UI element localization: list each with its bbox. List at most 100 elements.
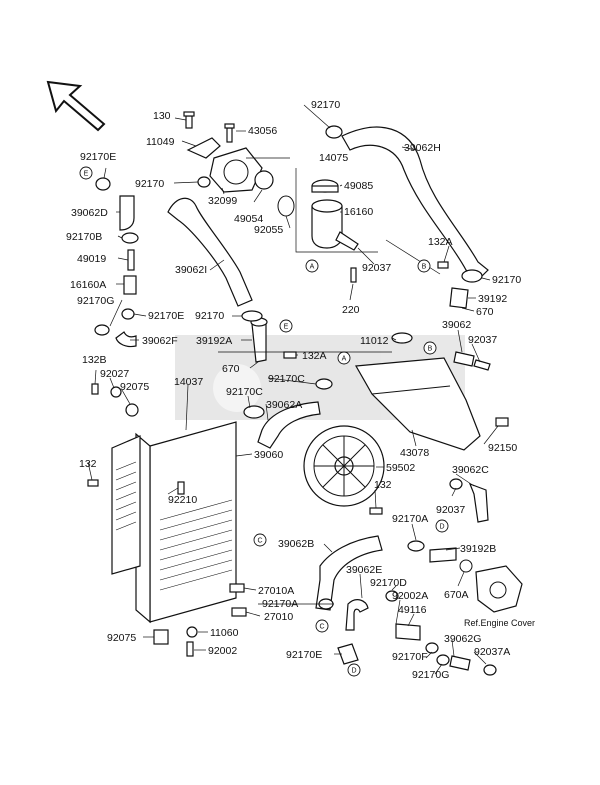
label-16160: 16160 <box>344 206 373 218</box>
callout-d-mid: D <box>435 519 449 533</box>
sensor-27010A <box>229 583 245 593</box>
clamp-92170-a <box>197 176 211 188</box>
side-panel-14037 <box>111 435 141 575</box>
bolt-132A-m <box>283 351 297 359</box>
grommet-92075-top <box>125 403 139 417</box>
bolt-132 <box>87 479 99 487</box>
group-box-14075 <box>295 168 378 253</box>
clamp-92027 <box>110 386 122 398</box>
part-labels: 92170 130 11049 43056 14075 39062H 92170… <box>66 99 535 681</box>
callout-c-bot: C <box>315 619 329 633</box>
svg-text:C: C <box>319 624 324 631</box>
clamp-92170-m <box>241 310 263 322</box>
label-39062D: 39062D <box>71 207 108 219</box>
engine-cover <box>475 565 523 613</box>
bolt-92210 <box>177 481 185 495</box>
hose-39062F <box>115 331 137 348</box>
label-132A-m: 132A <box>302 350 327 362</box>
label-14075: 14075 <box>319 152 348 164</box>
hose-39062D <box>119 195 135 231</box>
fitting-92037A <box>483 664 497 676</box>
label-49085: 49085 <box>344 180 373 192</box>
label-670-m: 670 <box>222 363 240 375</box>
clamp-92170D <box>385 590 399 602</box>
clamp-92170G <box>94 324 110 336</box>
callout-e-top: E <box>79 166 93 180</box>
clamp-92170B <box>121 232 139 244</box>
oring-92055 <box>277 195 295 217</box>
label-132: 132 <box>79 458 97 470</box>
label-92170F: 92170F <box>392 651 428 663</box>
clamp-92170G-bot <box>436 654 450 666</box>
callout-c-mid: C <box>253 533 267 547</box>
label-92055: 92055 <box>254 224 283 236</box>
grommet-92075-bot <box>153 629 169 645</box>
label-92037A: 92037A <box>474 646 510 658</box>
hose-39062I <box>167 197 253 307</box>
label-39062F: 39062F <box>142 335 178 347</box>
hose-39062 <box>453 351 475 367</box>
callout-a-top: A <box>305 259 319 273</box>
label-92037-r: 92037 <box>468 334 497 346</box>
label-39192B: 39192B <box>460 543 496 555</box>
label-132-m: 132 <box>374 479 392 491</box>
hose-39062B <box>315 535 383 611</box>
label-92170B: 92170B <box>66 231 102 243</box>
hose-39062E <box>345 599 369 631</box>
label-39062B: 39062B <box>278 538 314 550</box>
bolt-132B <box>91 383 99 395</box>
label-39192A: 39192A <box>196 335 232 347</box>
thermostat-49054 <box>254 170 274 190</box>
label-43078: 43078 <box>400 447 429 459</box>
label-43056: 43056 <box>248 125 277 137</box>
svg-text:D: D <box>439 524 444 531</box>
label-132B: 132B <box>82 354 107 366</box>
svg-text:D: D <box>351 668 356 675</box>
label-92170-top: 92170 <box>311 99 340 111</box>
svg-text:E: E <box>284 324 289 331</box>
bolt-132-m <box>369 507 383 515</box>
callout-e-mid: E <box>279 319 293 333</box>
clamp-92037-b <box>449 478 463 490</box>
label-32099: 32099 <box>208 195 237 207</box>
radiator-cap-11012 <box>391 332 413 344</box>
label-92170E-top: 92170E <box>80 151 116 163</box>
svg-text:C: C <box>257 538 262 545</box>
svg-text:B: B <box>422 264 427 271</box>
label-14037: 14037 <box>174 376 203 388</box>
callout-d-bot: D <box>347 663 361 677</box>
label-39062A: 39062A <box>266 399 302 411</box>
label-92170G: 92170G <box>77 295 114 307</box>
bolt-43056 <box>224 123 235 143</box>
label-92075-top: 92075 <box>120 381 149 393</box>
clamp-92170E-top <box>95 177 111 191</box>
label-92150: 92150 <box>488 442 517 454</box>
oring-670A <box>459 559 473 573</box>
label-16160A: 16160A <box>70 279 106 291</box>
label-27010A: 27010A <box>258 585 294 597</box>
clamp-92170A-r <box>407 540 425 552</box>
label-49019: 49019 <box>77 253 106 265</box>
label-39062I: 39062I <box>175 264 207 276</box>
fan-59502 <box>303 425 385 507</box>
sensor-27010 <box>231 607 247 617</box>
clamp-92170-top <box>325 125 343 139</box>
label-39062E: 39062E <box>346 564 382 576</box>
callout-b-mid: B <box>423 341 437 355</box>
label-92002A: 92002A <box>392 590 428 602</box>
label-92002: 92002 <box>208 645 237 657</box>
bracket-11049 <box>186 137 221 159</box>
label-92170-r: 92170 <box>492 274 521 286</box>
collar-11060 <box>186 626 198 638</box>
label-49054: 49054 <box>234 213 263 225</box>
hose-39062G <box>449 655 471 671</box>
bolt-220 <box>350 267 357 283</box>
label-670A: 670A <box>444 589 469 601</box>
label-39062-r: 39062 <box>442 319 471 331</box>
radiator-39060 <box>135 421 237 624</box>
hose-39062A <box>257 401 321 449</box>
svg-text:A: A <box>342 356 347 363</box>
fitting-39192 <box>449 287 469 309</box>
label-92170C-1: 92170C <box>268 373 305 385</box>
